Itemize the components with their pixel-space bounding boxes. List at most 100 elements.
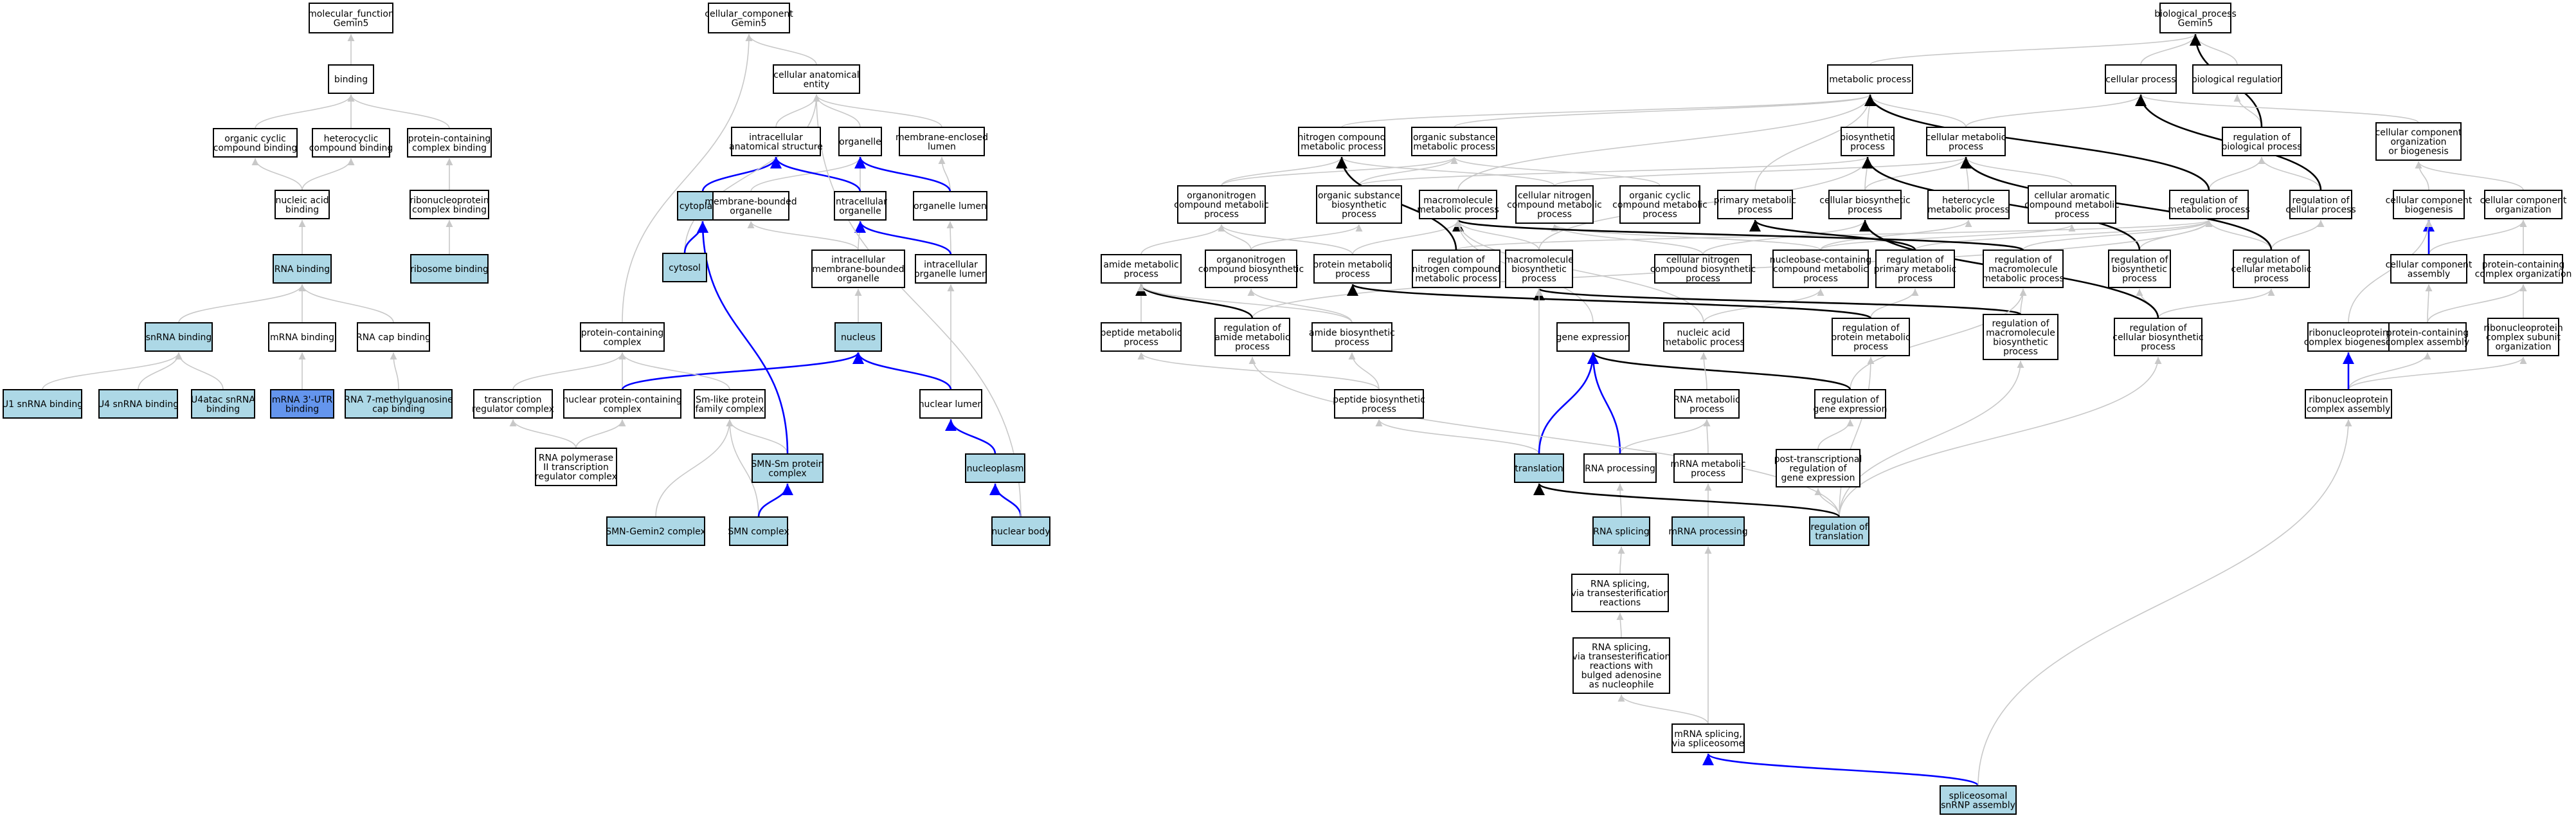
node-bioreg[interactable]: biological regulation <box>2192 64 2283 94</box>
node-rmbp[interactable]: regulation ofmacromoleculebiosyntheticpr… <box>1983 314 2058 360</box>
node-geneexp[interactable]: gene expression <box>1556 322 1630 352</box>
node-ol[interactable]: organelle lumen <box>913 191 987 221</box>
node-cytosol[interactable]: cytosol <box>662 253 707 282</box>
node-smngemin2[interactable]: SMN-Gemin2 complex <box>606 516 706 546</box>
node-translation[interactable]: translation <box>1514 453 1564 483</box>
node-rnacapb[interactable]: RNA cap binding <box>356 322 431 352</box>
node-mrnab[interactable]: mRNA binding <box>268 322 336 352</box>
node-cellproc[interactable]: cellular process <box>2105 64 2177 94</box>
node-nucleus[interactable]: nucleus <box>834 322 882 352</box>
node-u1b[interactable]: U1 snRNA binding <box>2 389 83 419</box>
node-organelle[interactable]: organelle <box>838 127 882 156</box>
node-nlumen[interactable]: nuclear lumen <box>919 389 984 419</box>
node-rnaproc[interactable]: RNA processing <box>1583 453 1657 483</box>
node-rnasplb[interactable]: RNA splicing,via transesterificationreac… <box>1572 637 1671 694</box>
node-nucleoplasm[interactable]: nucleoplasm <box>965 453 1025 483</box>
node-binding[interactable]: binding <box>328 64 374 94</box>
node-mrnaproc[interactable]: mRNA processing <box>1668 516 1748 546</box>
node-rnasplt[interactable]: RNA splicing,via transesterificationreac… <box>1571 574 1670 612</box>
node-u4b[interactable]: U4 snRNA binding <box>98 389 179 419</box>
node-metab[interactable]: metabolic process <box>1827 64 1913 94</box>
node-nbody[interactable]: nuclear body <box>991 516 1050 546</box>
node-snrnab[interactable]: snRNA binding <box>145 322 213 352</box>
node-ribob[interactable]: ribosome binding <box>410 254 489 284</box>
node-smn[interactable]: SMN complex <box>728 516 789 546</box>
node-rnasplice[interactable]: RNA splicing <box>1592 516 1650 546</box>
node-rnab[interactable]: RNA binding <box>273 254 332 284</box>
node-mrnaspl[interactable]: mRNA splicing,via spliceosome <box>1671 723 1745 753</box>
